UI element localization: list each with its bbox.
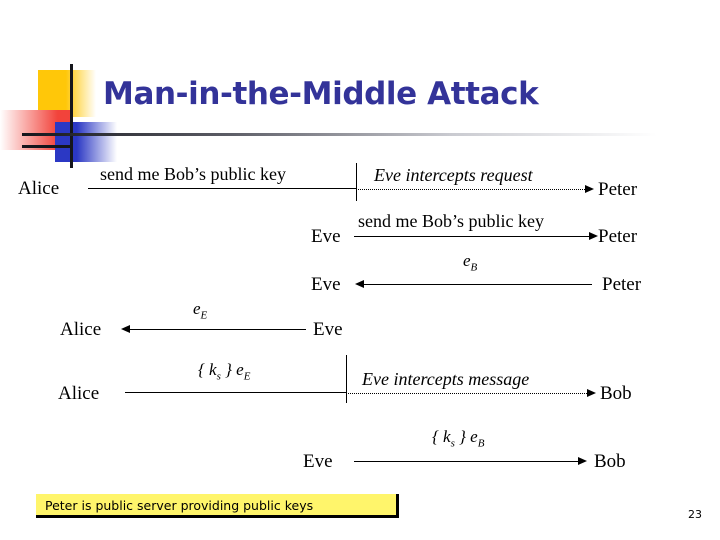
row-4-right-actor: Eve — [313, 319, 343, 340]
row-6-message-mid: } e — [454, 427, 478, 446]
row-4-message-subscript: E — [200, 309, 208, 322]
row-5-message-prefix: { k — [198, 360, 217, 379]
row-4-left-actor: Alice — [60, 319, 102, 340]
row-4-message-base: e — [193, 299, 201, 318]
row-1-right-actor: Peter — [598, 179, 638, 200]
row-4-arrowhead-left-icon — [121, 325, 130, 333]
blue-square-decoration — [55, 122, 117, 162]
row-6-left-actor: Eve — [303, 451, 333, 472]
row-5-left-line — [125, 392, 346, 393]
row-3-right-actor: Peter — [602, 274, 642, 295]
row-5-left-actor: Alice — [58, 383, 100, 404]
row-6-message-subscript-1: s — [450, 437, 455, 450]
row-1-left-actor: Alice — [18, 178, 60, 199]
row-3-message-subscript: B — [470, 261, 478, 274]
row-5-right-line — [346, 393, 589, 394]
row-1-message: send me Bob’s public key — [100, 164, 286, 184]
row-1-left-line — [88, 188, 356, 189]
decorative-logo-blocks — [0, 50, 180, 168]
row-4-line — [130, 329, 306, 330]
row-3-arrowhead-left-icon — [355, 280, 364, 288]
row-6-message: { ks } eB — [432, 428, 484, 449]
row-6-message-prefix: { k — [432, 427, 451, 446]
row-1-intercept-bar — [356, 163, 357, 201]
row-6-right-actor: Bob — [594, 451, 626, 472]
page-number: 23 — [688, 508, 702, 521]
row-6-message-subscript-2: B — [477, 437, 485, 450]
row-3-line — [364, 284, 592, 285]
row-6-arrowhead-right-icon — [578, 457, 587, 465]
row-6-line — [354, 461, 582, 462]
row-5-message-subscript-1: s — [216, 370, 221, 383]
decoration-vertical-rule — [70, 64, 73, 168]
row-2-line — [354, 236, 594, 237]
row-5-message: { ks } eE — [198, 361, 250, 382]
footnote-box: Peter is public server providing public … — [36, 494, 399, 518]
slide-title: Man-in-the-Middle Attack — [103, 76, 539, 112]
row-2-left-actor: Eve — [311, 226, 341, 247]
row-5-message-subscript-2: E — [243, 370, 251, 383]
row-3-message-base: e — [463, 251, 471, 270]
row-2-arrowhead-right-icon — [589, 232, 598, 240]
row-4-message: eE — [193, 300, 207, 321]
row-1-intercept-message: Eve intercepts request — [374, 165, 533, 185]
row-1-arrowhead-right-icon — [585, 185, 594, 193]
row-2-message: send me Bob’s public key — [358, 211, 544, 231]
row-5-arrowhead-right-icon — [587, 389, 596, 397]
decoration-horizontal-rule — [22, 145, 72, 148]
row-3-message: eB — [463, 252, 477, 273]
row-1-right-line — [356, 189, 587, 190]
yellow-square-decoration — [38, 70, 96, 117]
row-5-intercept-message: Eve intercepts message — [362, 369, 530, 389]
row-5-intercept-bar — [346, 355, 347, 403]
row-5-right-actor: Bob — [600, 383, 632, 404]
footnote-text: Peter is public server providing public … — [45, 498, 314, 513]
title-underline-rule — [22, 133, 712, 136]
row-5-message-mid: } e — [220, 360, 244, 379]
row-2-right-actor: Peter — [598, 226, 638, 247]
row-3-left-actor: Eve — [311, 274, 341, 295]
